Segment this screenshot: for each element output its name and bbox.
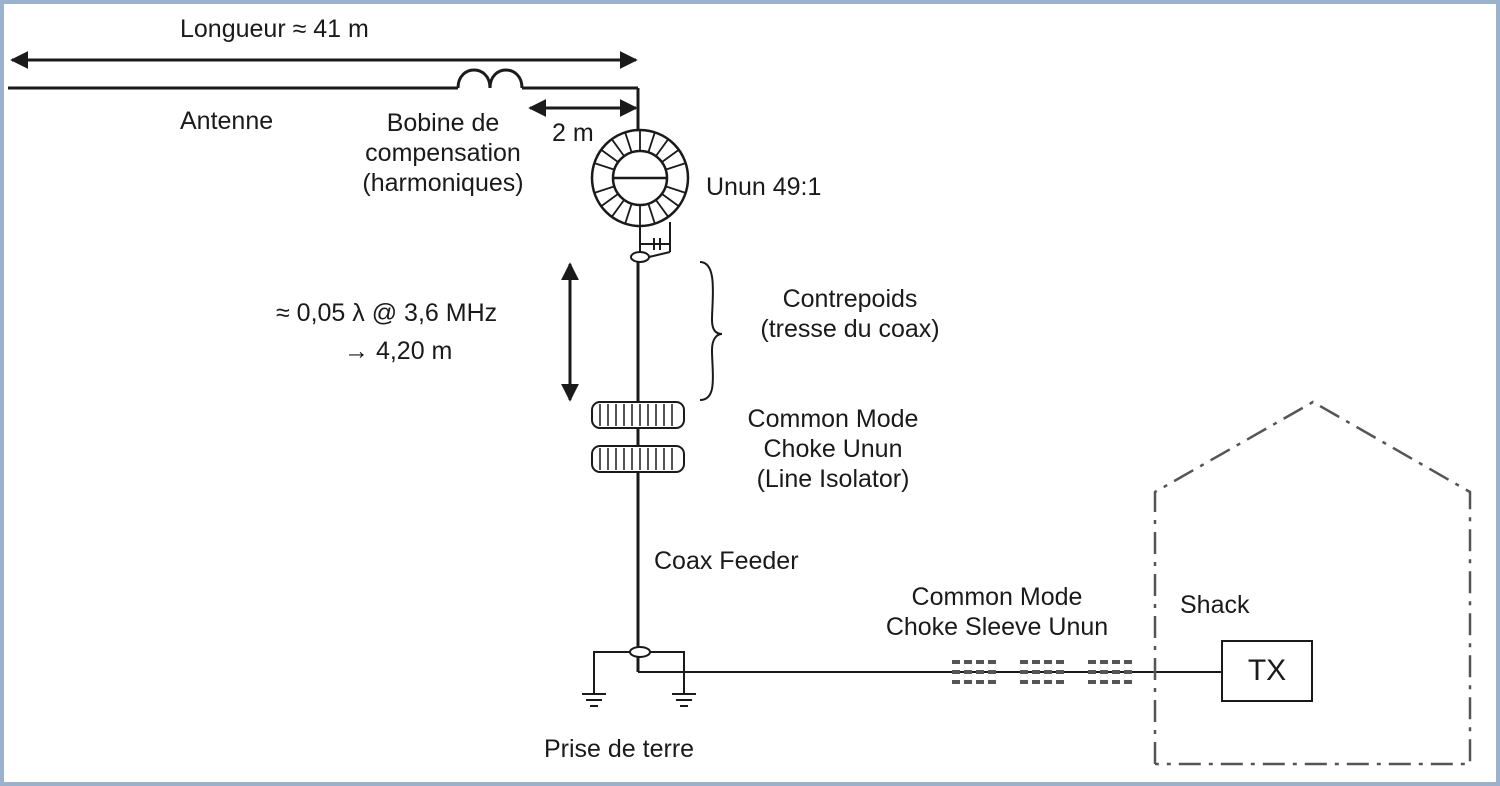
length-label: Longueur ≈ 41 m <box>180 15 369 43</box>
ground-symbol-left <box>582 690 606 707</box>
quarter-label-line1: ≈ 0,05 λ @ 3,6 MHz <box>276 299 498 327</box>
feeder-label: Coax Feeder <box>654 547 799 575</box>
choke-toroid-1 <box>591 401 685 429</box>
counterpoise-label: Contrepoids (tresse du coax) <box>720 284 980 344</box>
sleeve-choke-2 <box>1020 660 1064 684</box>
counterpoise-label-line2: (tresse du coax) <box>760 315 940 343</box>
unun-toroid <box>590 128 690 228</box>
sleeve-choke-1 <box>952 660 996 684</box>
unun-label: Unun 49:1 <box>706 173 822 201</box>
coax-connector-bottom <box>629 646 651 658</box>
quarter-label-line2: → 4,20 m <box>344 337 453 365</box>
antenna-label: Antenne <box>180 107 274 135</box>
choke-label-line3: (Line Isolator) <box>756 465 910 493</box>
tx-label: TX <box>1247 654 1287 687</box>
coil-label-line2: compensation <box>365 139 521 167</box>
counterpoise-brace <box>699 261 723 401</box>
two-m-label: 2 m <box>552 119 594 147</box>
ground-wiring <box>593 651 685 690</box>
compensation-coil <box>456 68 524 89</box>
sleeve-label-line1: Common Mode <box>911 583 1083 611</box>
choke-label: Common Mode Choke Unun (Line Isolator) <box>700 404 966 494</box>
shack-label: Shack <box>1180 591 1250 619</box>
choke-toroid-2 <box>591 445 685 473</box>
tx-box: TX <box>1221 640 1313 702</box>
sleeve-label-line2: Choke Sleeve Unun <box>885 613 1109 641</box>
ground-symbol-right <box>672 690 696 707</box>
coax-connector-top <box>630 251 650 263</box>
ground-label: Prise de terre <box>544 735 695 763</box>
coil-label-line3: (harmoniques) <box>362 169 524 197</box>
coil-label-line1: Bobine de <box>386 109 500 137</box>
coil-label: Bobine de compensation (harmoniques) <box>332 108 554 198</box>
counterpoise-label-line1: Contrepoids <box>782 285 918 313</box>
sleeve-label: Common Mode Choke Sleeve Unun <box>846 582 1148 642</box>
choke-label-line2: Choke Unun <box>763 435 903 463</box>
unun-capacitor <box>639 222 671 252</box>
choke-label-line1: Common Mode <box>747 405 919 433</box>
shack-outline <box>1153 400 1472 766</box>
sleeve-choke-3 <box>1088 660 1132 684</box>
